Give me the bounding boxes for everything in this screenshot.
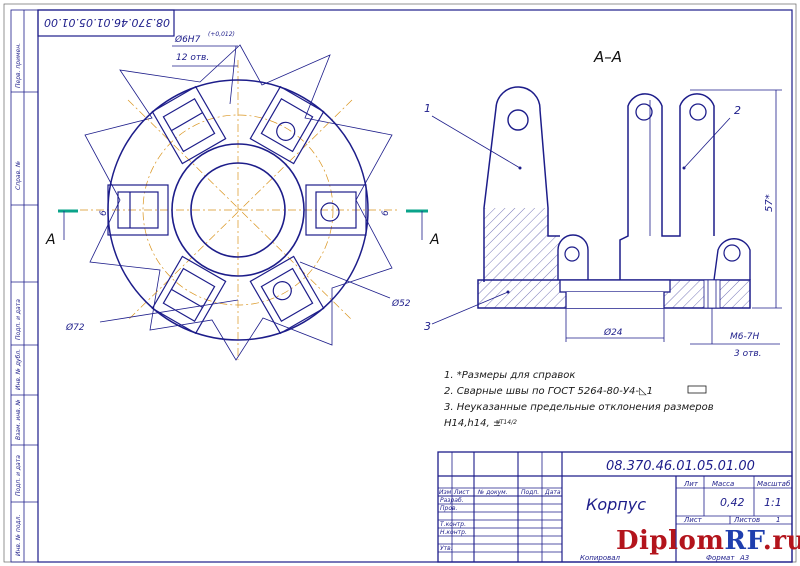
- slot-dim-left: 6: [99, 210, 109, 216]
- tb-copied: Копировал: [580, 554, 621, 562]
- slot-dim-right: 6: [381, 210, 391, 216]
- tb-left-label-1: Разраб.: [440, 497, 464, 504]
- bore-dim: Ø24: [603, 327, 623, 338]
- cut-label-right: A: [429, 232, 440, 248]
- tb-format: Формат: [706, 554, 735, 562]
- tb-left-label-5: Утв.: [440, 545, 453, 552]
- height-dim: 57*: [764, 194, 775, 212]
- strip-label-5: Взам. инв. №: [15, 399, 22, 440]
- tb-row-label-list: Лист: [453, 489, 470, 496]
- star-outline: [84, 44, 393, 361]
- tb-row-label-date: Дата: [544, 489, 561, 496]
- lug-right: [305, 184, 367, 236]
- plan-view: A A Ø6H7 (+0,012) 12 отв. 6 6 Ø72 Ø52: [45, 31, 440, 361]
- dia-outer: Ø72: [65, 322, 85, 333]
- title-block: 08.370.46.01.05.01.00 Корпус Лит Масса М…: [437, 451, 793, 563]
- strip-label-3: Подп. и дата: [15, 299, 22, 340]
- hole-count: 12 отв.: [176, 53, 209, 63]
- svg-text:08.370.46.01.05.01.00: 08.370.46.01.05.01.00: [44, 16, 170, 29]
- strip-label-6: Подп. и дата: [15, 455, 22, 496]
- lug-top-left: [249, 85, 325, 165]
- section-label: A–A: [593, 48, 622, 66]
- tb-mass: 0,42: [720, 496, 745, 509]
- rotated-code-box: 08.370.46.01.05.01.00: [37, 9, 175, 37]
- lug-top-right: [151, 85, 227, 165]
- tb-col-lit: Лит: [683, 480, 699, 488]
- hub-outer-circle: [171, 143, 305, 277]
- section-view: A–A 1 2 3: [424, 48, 782, 359]
- lug-left: [107, 184, 169, 236]
- left-binding-strip: Перв. примен. Справ. № Подп. и дата Инв.…: [10, 9, 39, 563]
- tb-code: 08.370.46.01.05.01.00: [606, 459, 755, 474]
- cut-label-left: A: [45, 232, 56, 248]
- watermark-logo: DiplomRF.ru: [616, 526, 800, 556]
- bore-circle: [190, 162, 286, 258]
- tb-sheets: Листов: [733, 516, 760, 524]
- hole-tol: (+0,012): [208, 31, 235, 38]
- dia-inner: Ø52: [391, 298, 411, 309]
- hole-dim: Ø6H7: [174, 34, 201, 45]
- lug-bottom-right: [151, 255, 227, 335]
- tb-left-label-2: Пров.: [440, 505, 458, 512]
- note-2: 2. Сварные швы по ГОСТ 5264-80-У4-◺1: [444, 386, 653, 397]
- strip-label-2: Справ. №: [15, 161, 22, 190]
- technical-notes: 1. *Размеры для справок 2. Сварные швы п…: [444, 370, 714, 429]
- tb-col-mass: Масса: [712, 480, 734, 488]
- lug-bottom-left: [249, 255, 325, 335]
- lug-part-1: [483, 86, 560, 282]
- note-3: 3. Неуказанные предельные отклонения раз…: [444, 402, 714, 413]
- tb-row-label-izm: Изм: [439, 489, 452, 496]
- tb-sheets-count: 1: [776, 516, 780, 524]
- watermark-tail: .ru: [762, 526, 800, 556]
- tb-left-label-4: Н.контр.: [440, 529, 467, 536]
- thread-dim: M6-7H: [730, 332, 759, 342]
- strip-label-1: Перв. примен.: [15, 43, 22, 88]
- tb-row-label-sign: Подп.: [521, 489, 539, 496]
- watermark-right: RF: [724, 526, 763, 556]
- tb-col-scale: Масштаб: [757, 480, 791, 488]
- tb-sheet: Лист: [683, 516, 703, 524]
- note-4: H14,h14, ±: [444, 418, 501, 429]
- callout-3: 3: [424, 320, 431, 333]
- strip-label-4: Инв. № дубл.: [15, 349, 22, 390]
- tb-scale: 1:1: [764, 496, 782, 509]
- callout-1: 1: [424, 102, 431, 115]
- watermark-left: Diplom: [616, 526, 725, 556]
- note-1: 1. *Размеры для справок: [444, 370, 575, 381]
- strip-label-7: Инв. № подл.: [15, 515, 22, 556]
- tb-format-value: А3: [739, 554, 749, 562]
- lug-part-2: [619, 93, 715, 280]
- note-tol: IT14/2: [498, 419, 517, 426]
- tb-row-label-doc: № докум.: [477, 489, 508, 496]
- callout-2: 2: [734, 104, 741, 117]
- tb-part-name: Корпус: [586, 495, 646, 514]
- tb-left-label-3: Т.контр.: [440, 521, 466, 528]
- thread-count: 3 отв.: [734, 349, 762, 359]
